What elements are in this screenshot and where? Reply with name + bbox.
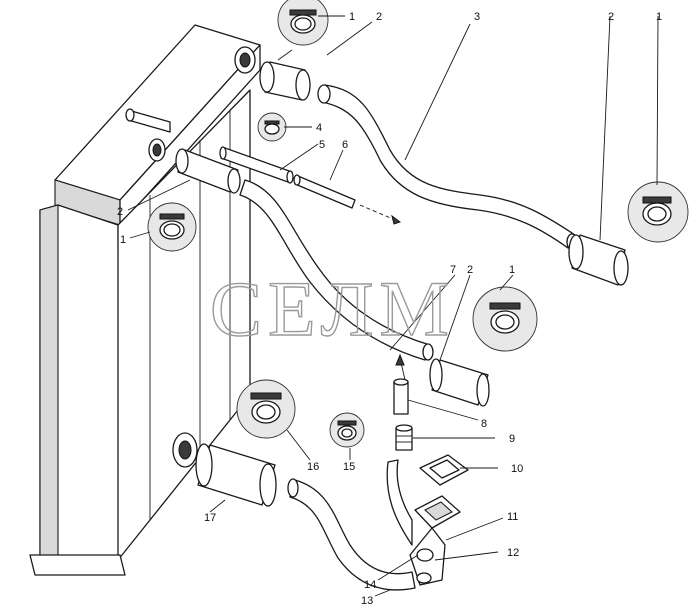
- callout-17: 17: [204, 512, 216, 524]
- callout-2-left: 2: [117, 206, 123, 218]
- watermark-text: СЕЛМ: [210, 265, 455, 352]
- tube-5: [219, 146, 294, 184]
- rod-6: [293, 174, 402, 225]
- callout-3: 3: [474, 11, 480, 23]
- callout-16: 16: [307, 461, 319, 473]
- leader-lines: [127, 15, 659, 597]
- gasket-10: [419, 454, 469, 486]
- callouts: 1 2 3 2 1 4 5 6 2 1 7 2 1 8 9 10 15 16 1…: [117, 11, 662, 607]
- upper-hose: [317, 84, 578, 251]
- clamp-detail-4: [257, 112, 287, 142]
- radiator: [29, 24, 261, 576]
- tube-8: [393, 378, 409, 415]
- mid-left-sleeve: [175, 148, 241, 194]
- callout-13: 13: [361, 595, 373, 607]
- callout-2-mid: 2: [467, 264, 473, 276]
- mid-right-sleeve: [395, 353, 490, 407]
- clamp-detail-top: [277, 0, 329, 46]
- callout-2-right: 2: [608, 11, 614, 23]
- callout-1-mid: 1: [509, 264, 515, 276]
- callout-5: 5: [319, 139, 325, 151]
- callout-14: 14: [364, 579, 376, 591]
- radiator-nozzles: [125, 46, 256, 468]
- upper-sleeve: [259, 61, 311, 101]
- callout-15: 15: [343, 461, 355, 473]
- outlet-pipe: [386, 459, 461, 586]
- clamp-detail-16: [236, 379, 296, 439]
- coupling-9: [395, 424, 413, 451]
- callout-2-top: 2: [376, 11, 382, 23]
- right-sleeve: [568, 234, 629, 286]
- callout-1-top: 1: [349, 11, 355, 23]
- clamp-detail-mid: [472, 286, 538, 352]
- callout-12: 12: [507, 547, 519, 559]
- clamp-detail-15: [329, 412, 365, 448]
- middle-hose: [239, 179, 434, 361]
- clamp-detail-right: [627, 181, 689, 243]
- callout-7: 7: [450, 264, 456, 276]
- callout-6: 6: [342, 139, 348, 151]
- callout-1-left: 1: [120, 234, 126, 246]
- clamp-detail-left: [147, 202, 197, 252]
- callout-1-right: 1: [656, 11, 662, 23]
- lower-hose-13: [287, 478, 416, 591]
- callout-10: 10: [511, 463, 523, 475]
- callout-11: 11: [507, 511, 518, 523]
- callout-9: 9: [509, 433, 515, 445]
- callout-4: 4: [316, 122, 322, 134]
- lower-sleeve-17: [195, 443, 277, 507]
- callout-8: 8: [481, 418, 487, 430]
